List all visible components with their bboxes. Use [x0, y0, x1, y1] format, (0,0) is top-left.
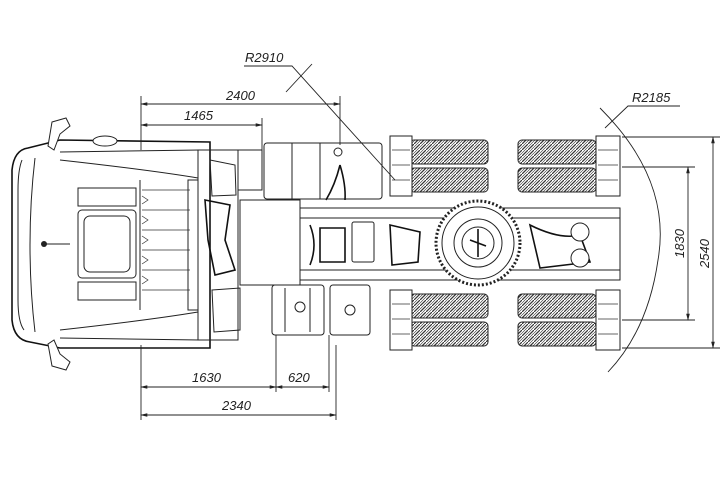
- dimension-r-rear: R2185: [599, 90, 680, 373]
- battery-boxes: [239, 199, 371, 336]
- rear-axle-2: [517, 135, 621, 351]
- fifth-wheel: [434, 199, 522, 287]
- dim-1630-label: 1630: [192, 370, 222, 385]
- right-mirror: [47, 339, 71, 371]
- dimension-r-front: R2910: [244, 50, 396, 181]
- dimension-1830: 1830: [622, 166, 695, 321]
- dim-2400-label: 2400: [225, 88, 256, 103]
- dimension-620: 620: [275, 335, 330, 392]
- dimension-2540: 2540: [622, 136, 720, 349]
- rear-axle-1: [389, 135, 489, 351]
- engine-compartment: [197, 149, 263, 341]
- dim-2340-label: 2340: [221, 398, 252, 413]
- dimension-2340: 2340: [140, 345, 337, 420]
- dim-1465-label: 1465: [184, 108, 214, 123]
- dim-2540-label: 2540: [697, 238, 712, 269]
- roof-ribs: [141, 189, 190, 291]
- dim-1830-label: 1830: [672, 228, 687, 258]
- dim-r2910-label: R2910: [245, 50, 284, 65]
- left-mirror: [47, 117, 71, 151]
- dim-r2185-label: R2185: [632, 90, 671, 105]
- cab: [11, 117, 211, 371]
- dimension-1465: 1465: [140, 108, 263, 150]
- fuel-tank: [263, 142, 383, 201]
- dimension-1630: 1630: [140, 335, 277, 420]
- dimension-2400: 2400: [140, 88, 341, 150]
- dim-620-label: 620: [288, 370, 310, 385]
